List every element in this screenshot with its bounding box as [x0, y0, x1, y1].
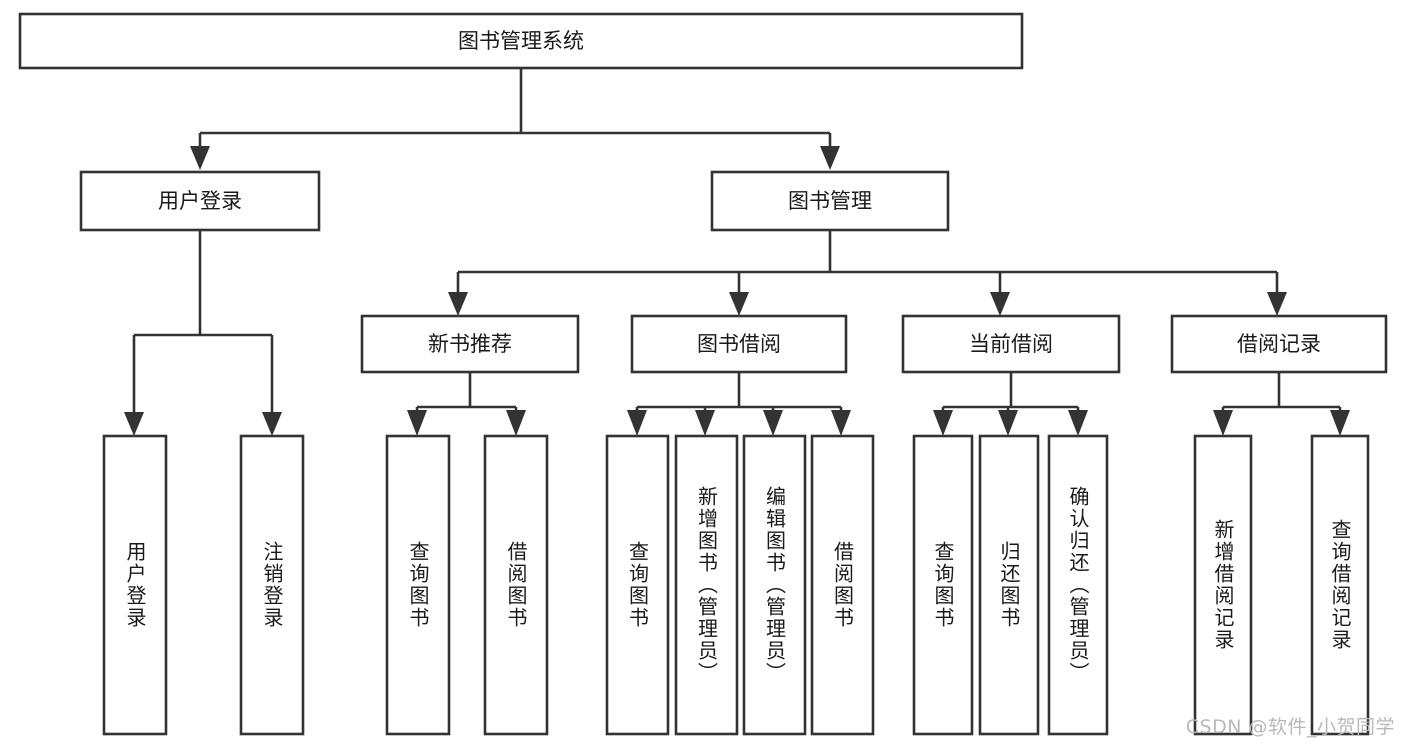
node-book-management[interactable]	[710, 170, 950, 232]
node-root-label: 图书管理系统	[458, 29, 584, 53]
arrow-leaf-borrow-book-2	[831, 410, 851, 436]
node-user-login[interactable]	[79, 170, 321, 232]
node-leaf-query-book-3[interactable]	[912, 434, 974, 736]
arrow-leaf-query-book-3	[933, 410, 953, 436]
connector-group-new-book-recommend	[407, 372, 526, 436]
node-leaf-logout-login[interactable]	[239, 434, 305, 736]
node-book-borrow-label: 图书借阅	[697, 332, 781, 356]
node-book-management-label: 图书管理	[788, 189, 872, 213]
arrow-current-borrow	[990, 292, 1010, 316]
node-book-borrow[interactable]	[630, 314, 848, 374]
watermark-text: CSDN @软件_小贺同学	[1185, 716, 1395, 738]
node-leaf-user-login[interactable]	[102, 434, 168, 736]
node-new-book-recommend-label: 新书推荐	[428, 332, 512, 356]
node-leaf-confirm-return-admin[interactable]	[1047, 434, 1109, 736]
arrow-leaf-query-book-1	[407, 410, 427, 436]
node-leaf-return-book[interactable]	[978, 434, 1040, 736]
node-user-login-label: 用户登录	[158, 189, 242, 213]
arrow-leaf-confirm-return-admin	[1068, 410, 1088, 436]
node-borrow-record-label: 借阅记录	[1237, 332, 1321, 356]
node-leaf-query-book-2[interactable]	[605, 434, 670, 736]
node-leaf-borrow-book-2[interactable]	[810, 434, 875, 736]
node-leaf-add-borrow-record[interactable]	[1193, 434, 1253, 736]
arrow-leaf-return-book	[998, 410, 1018, 436]
arrow-leaf-user-login	[124, 412, 144, 436]
node-new-book-recommend[interactable]	[360, 314, 580, 374]
arrow-leaf-query-borrow-record	[1330, 410, 1350, 436]
arrow-leaf-edit-book-admin	[763, 410, 783, 436]
node-current-borrow-label: 当前借阅	[969, 332, 1053, 356]
node-leaf-query-book-1[interactable]	[385, 434, 451, 736]
arrow-book-management	[820, 146, 840, 170]
arrow-leaf-add-borrow-record	[1213, 410, 1233, 436]
arrow-leaf-logout-login	[262, 412, 282, 436]
arrow-leaf-borrow-book-1	[506, 410, 526, 436]
connector-group-borrow-record	[1213, 372, 1350, 436]
node-leaf-query-borrow-record[interactable]	[1310, 434, 1370, 736]
arrow-leaf-query-book-2	[627, 410, 647, 436]
arrow-user-login	[190, 146, 210, 170]
connector-group-book-borrow	[627, 372, 851, 436]
connector-group-current-borrow	[933, 372, 1088, 436]
connector-group-book-management	[448, 231, 1287, 316]
node-leaf-add-book-admin[interactable]	[674, 434, 739, 736]
connector-group-root	[190, 68, 840, 170]
node-root[interactable]	[18, 12, 1024, 70]
node-borrow-record[interactable]	[1170, 314, 1388, 374]
arrow-book-borrow	[729, 292, 749, 316]
arrow-leaf-add-book-admin	[695, 410, 715, 436]
arrow-new-book-recommend	[448, 292, 468, 316]
node-current-borrow[interactable]	[901, 314, 1121, 374]
arrow-borrow-record	[1267, 292, 1287, 316]
node-leaf-borrow-book-1[interactable]	[483, 434, 549, 736]
node-leaf-edit-book-admin[interactable]	[742, 434, 807, 736]
connector-group-user-login	[124, 231, 282, 436]
